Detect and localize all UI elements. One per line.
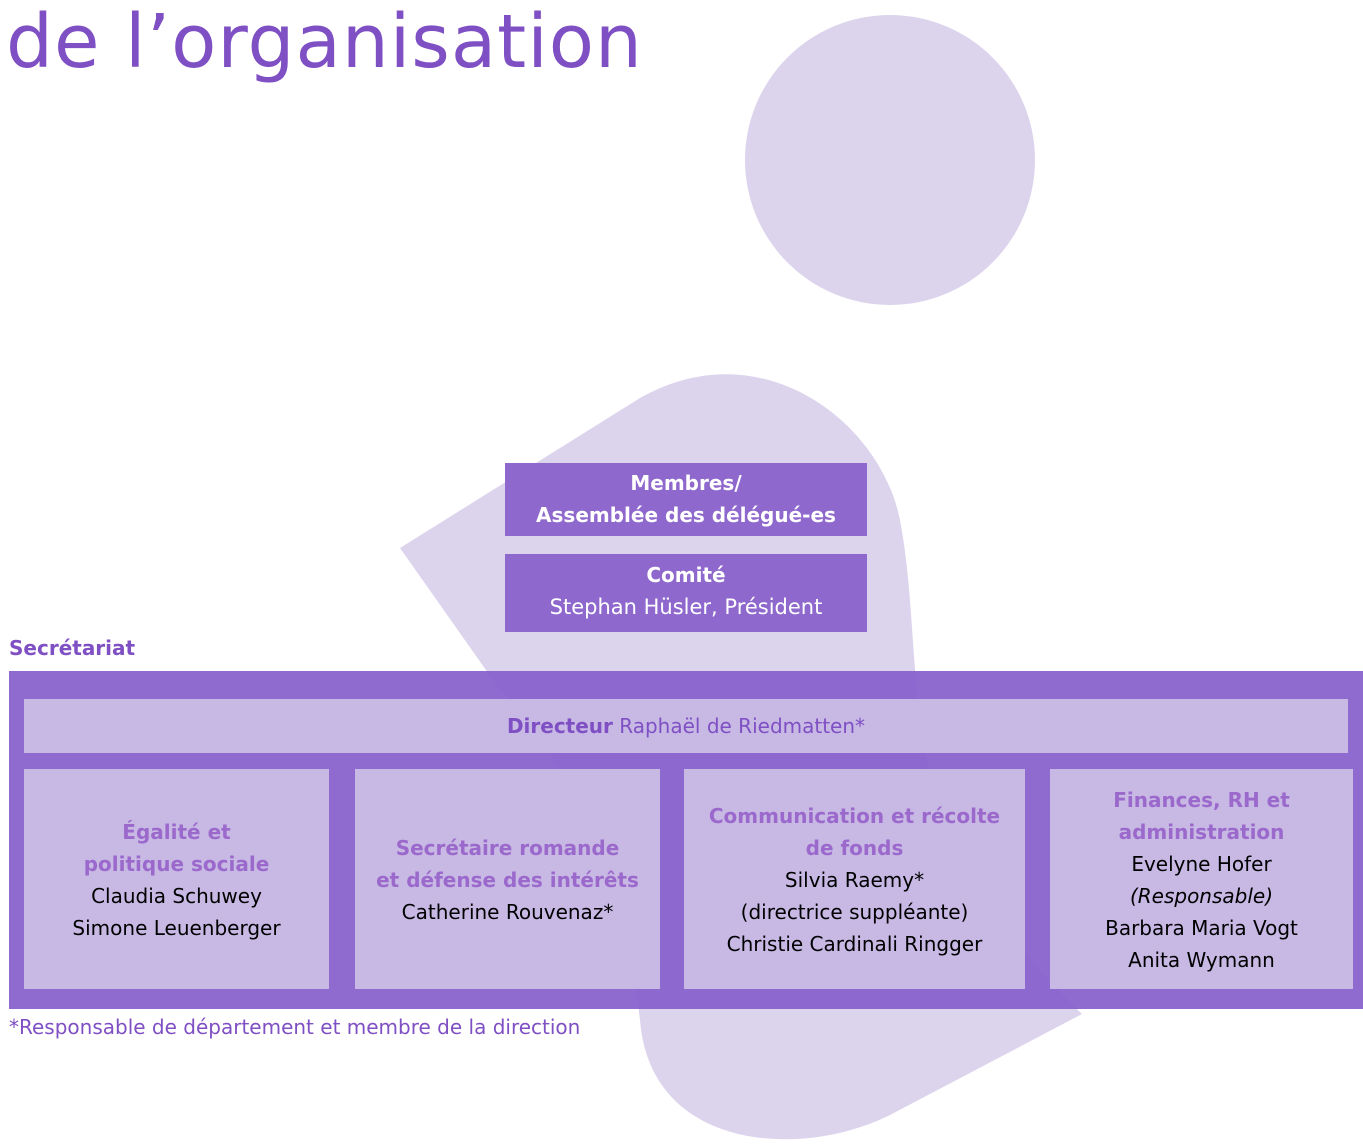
department-title-line: Secrétaire romande xyxy=(395,836,620,860)
department-person: Christie Cardinali Ringger xyxy=(726,932,983,956)
department-equality-box: Égalité et politique sociale Claudia Sch… xyxy=(24,769,329,989)
department-person: Catherine Rouvenaz* xyxy=(401,900,614,924)
department-person: Barbara Maria Vogt xyxy=(1105,916,1298,940)
members-assembly-box: Membres/ Assemblée des délégué-es xyxy=(505,463,867,536)
department-title-line: politique sociale xyxy=(83,852,270,876)
department-title-line: Finances, RH et xyxy=(1113,788,1290,812)
department-person: Simone Leuenberger xyxy=(72,916,281,940)
secretariat-label: Secrétariat xyxy=(9,636,136,660)
department-title-line: de fonds xyxy=(805,836,904,860)
department-romande-box: Secrétaire romande et défense des intérê… xyxy=(355,769,660,989)
committee-president: Stephan Hüsler, Président xyxy=(549,595,823,619)
page-title: de l’organisation xyxy=(6,0,643,85)
committee-box: Comité Stephan Hüsler, Président xyxy=(505,554,867,632)
department-person: Silvia Raemy* xyxy=(784,868,925,892)
department-title-line: et défense des intérêts xyxy=(376,868,639,892)
department-person: Anita Wymann xyxy=(1128,948,1275,972)
director-name: Raphaël de Riedmatten* xyxy=(619,714,866,738)
department-finances-box: Finances, RH et administration Evelyne H… xyxy=(1050,769,1353,989)
department-title-line: Communication et récolte xyxy=(708,804,1001,828)
department-title-line: administration xyxy=(1118,820,1285,844)
footnote: *Responsable de département et membre de… xyxy=(9,1015,581,1039)
department-person-note: (directrice suppléante) xyxy=(740,900,969,924)
members-label: Membres/ xyxy=(630,471,742,495)
director-role: Directeur xyxy=(506,714,613,738)
background-logo-dot xyxy=(745,15,1035,305)
director-box: Directeur Raphaël de Riedmatten* xyxy=(24,699,1348,753)
department-person: Evelyne Hofer xyxy=(1131,852,1272,876)
department-person: Claudia Schuwey xyxy=(91,884,262,908)
delegates-assembly-label: Assemblée des délégué-es xyxy=(536,503,836,527)
department-person-note: (Responsable) xyxy=(1129,884,1274,908)
department-title-line: Égalité et xyxy=(122,820,231,844)
department-communication-box: Communication et récolte de fonds Silvia… xyxy=(684,769,1025,989)
committee-title: Comité xyxy=(646,563,726,587)
